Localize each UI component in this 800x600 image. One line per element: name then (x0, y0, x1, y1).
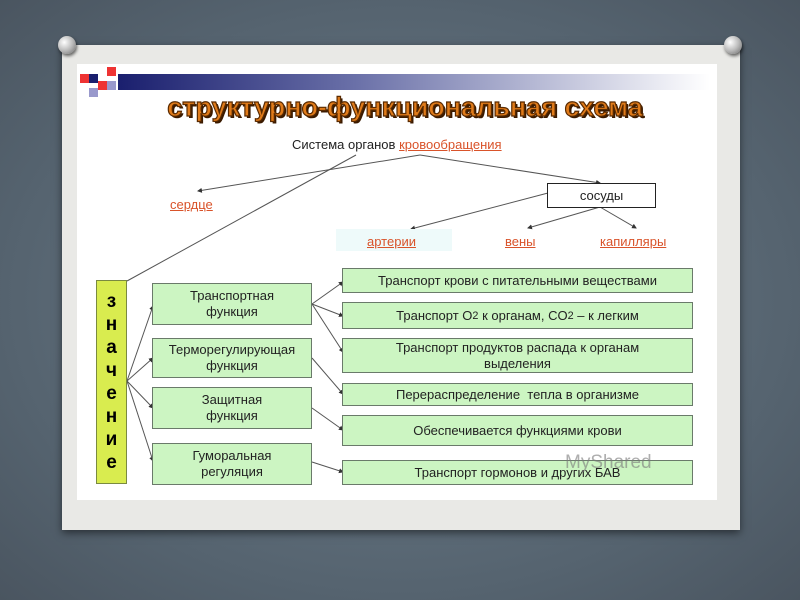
detail-nutrients: Транспорт крови с питательными веществам… (342, 268, 693, 293)
line: выделения (484, 355, 551, 371)
line: функция (206, 358, 258, 373)
link-veins[interactable]: вены (505, 234, 536, 249)
deco-square (98, 81, 107, 90)
text: к органам, CO (478, 307, 568, 323)
deco-square (89, 74, 98, 83)
slide-title: структурно-функциональная схема (167, 91, 644, 122)
deco-square (80, 74, 89, 83)
link-capillaries[interactable]: капилляры (600, 234, 667, 249)
letter: а (106, 337, 117, 358)
sub: 2 (472, 309, 479, 322)
root-label: Система органов кровообращения (292, 137, 502, 152)
letter: н (105, 314, 118, 335)
link-heart[interactable]: сердце (170, 197, 213, 212)
letter: з (106, 291, 117, 312)
text: Транспорт O (396, 307, 473, 323)
link-krovoobrashcheniya[interactable]: кровообращения (399, 137, 502, 152)
root-prefix: Система органов (292, 137, 396, 152)
pin-icon (58, 36, 76, 54)
deco-square (107, 81, 116, 90)
highlight (336, 229, 452, 251)
line: функция (206, 304, 258, 319)
link-arteries[interactable]: артерии (367, 234, 416, 249)
line: Транспорт продуктов распада к органам (395, 339, 640, 355)
header-bar (118, 74, 710, 90)
vessels-box: сосуды (547, 183, 656, 208)
letter: н (105, 406, 118, 427)
line: Защитная (201, 392, 263, 407)
pin-icon (724, 36, 742, 54)
detail-heat: Перераспределение тепла в организме (342, 383, 693, 406)
deco-square (107, 67, 116, 76)
deco-square (89, 88, 98, 97)
line: функция (206, 408, 258, 423)
sub: 2 (567, 309, 574, 322)
text: – к легким (573, 307, 639, 323)
letter: е (106, 452, 117, 473)
letter: е (106, 383, 117, 404)
line: Гуморальная (192, 448, 272, 463)
detail-hormones: Транспорт гормонов и других БАВ (342, 460, 693, 485)
line: Транспортная (190, 288, 274, 303)
letter: ч (105, 360, 118, 381)
letter: и (105, 429, 118, 450)
detail-blood-functions: Обеспечивается функциями крови (342, 415, 693, 446)
line: регуляция (201, 464, 263, 479)
line: Терморегулирующая (168, 342, 296, 357)
watermark: MyShared (565, 452, 652, 473)
